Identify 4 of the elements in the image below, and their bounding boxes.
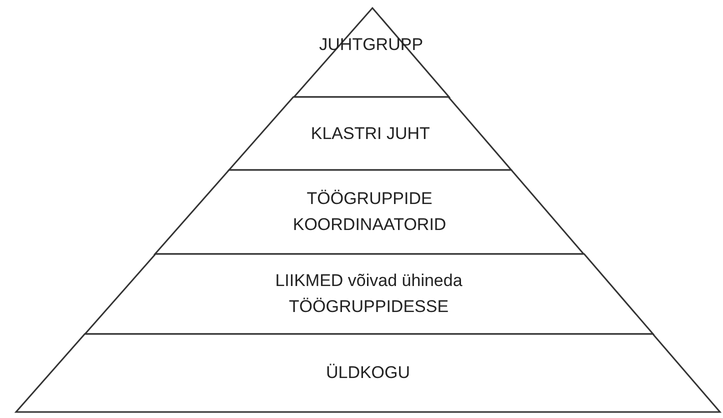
- level-label: KLASTRI JUHT: [310, 122, 430, 144]
- level-label: ÜLDKOGU: [326, 362, 410, 384]
- level-label: TÖÖGRUPPIDE KOORDINAATORID: [292, 188, 448, 236]
- level-label: LIIKMED võivad ühineda TÖÖGRUPPIDESSE: [274, 270, 464, 318]
